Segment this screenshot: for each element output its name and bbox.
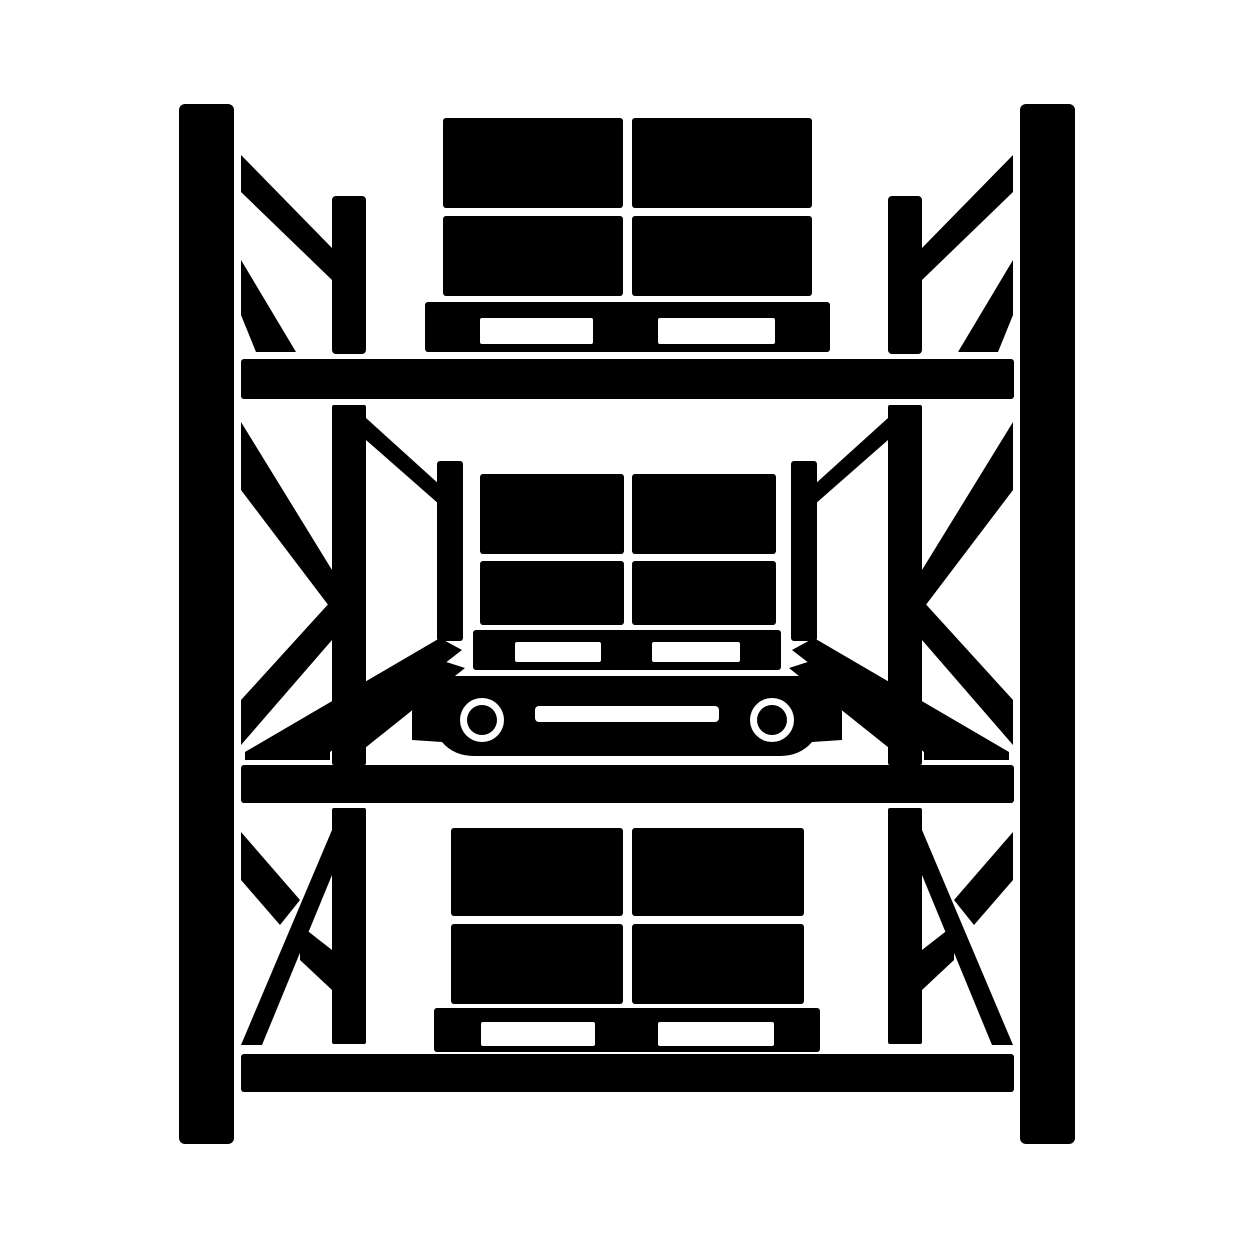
shuttle-robot [412, 676, 842, 756]
box [451, 924, 623, 1004]
left-rear-upright-bottom [332, 808, 366, 1044]
shuttle-stripe [535, 706, 719, 722]
right-rear-upright-mid [888, 405, 922, 765]
box [632, 474, 776, 554]
shuttle-level [245, 461, 1009, 760]
shelf-beams [241, 359, 1014, 1092]
side-bracing [241, 155, 1013, 1045]
shuttle-wheel-left-hub [467, 705, 497, 735]
rail-left [245, 638, 462, 760]
box [632, 216, 812, 296]
box [632, 561, 776, 625]
box [443, 118, 623, 208]
pallet-slot [481, 1022, 595, 1046]
box [451, 828, 623, 916]
box [632, 828, 804, 916]
shuttle-wheel-right-hub [757, 705, 787, 735]
pallet-load-top [425, 118, 830, 352]
box [480, 474, 624, 554]
pallet-load-bottom [434, 828, 820, 1052]
rail-post-right [791, 461, 817, 641]
box [632, 118, 812, 208]
shelf-beam-middle [241, 765, 1014, 803]
pallet-slot [515, 642, 601, 662]
rail-post-left [437, 461, 463, 641]
shelf-beam-top [241, 359, 1014, 399]
right-front-upright [1020, 104, 1075, 1144]
box [443, 216, 623, 296]
box [632, 924, 804, 1004]
left-rear-upright-mid [332, 405, 366, 765]
left-front-upright [179, 104, 234, 1144]
pallet-slot [658, 318, 775, 344]
rail-right [792, 638, 1009, 760]
shelf-beam-bottom [241, 1054, 1014, 1092]
pallet-slot [658, 1022, 774, 1046]
right-rear-upright-top [888, 196, 922, 354]
pallet-slot [480, 318, 593, 344]
pallet-slot [652, 642, 740, 662]
left-rear-upright-top [332, 196, 366, 354]
rack-frame [179, 104, 1075, 1144]
box [480, 561, 624, 625]
right-rear-upright-bottom [888, 808, 922, 1044]
